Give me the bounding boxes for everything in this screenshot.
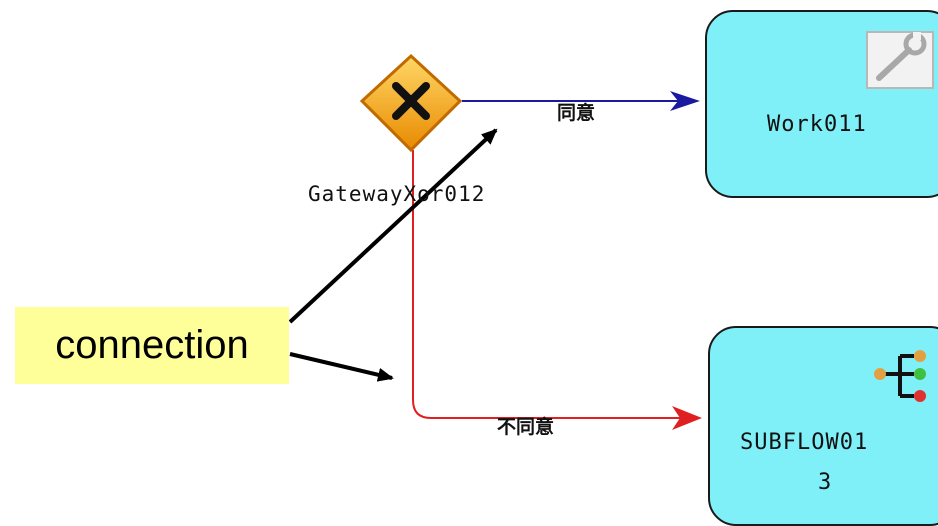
subflow-tree-icon [874,350,926,402]
flow-approve[interactable] [462,91,700,111]
xor-gateway-icon [392,82,430,120]
flow-reject-label: 不同意 [497,416,555,438]
callout-arrow-upper [288,128,498,324]
flow-reject[interactable] [412,150,702,430]
diagram-canvas [288,53,702,430]
subflow-node-subflow013[interactable]: SUBFLOW01 3 [708,326,938,526]
subflow-node-label-line2: 3 [818,470,833,495]
subflow-node-label-line1: SUBFLOW01 [740,430,869,455]
callout-arrow-lower [289,352,394,382]
gateway-caption: GatewayXor012 [308,182,486,206]
wrench-icon [866,31,934,89]
task-node-work011[interactable]: Work011 [705,10,938,198]
task-node-label: Work011 [767,112,867,137]
connection-callout: connection [15,307,289,384]
gateway-xor[interactable] [359,53,463,153]
flow-approve-label: 同意 [557,102,596,124]
flow-reject-arrowhead [672,406,702,430]
flow-approve-arrowhead [670,91,700,111]
